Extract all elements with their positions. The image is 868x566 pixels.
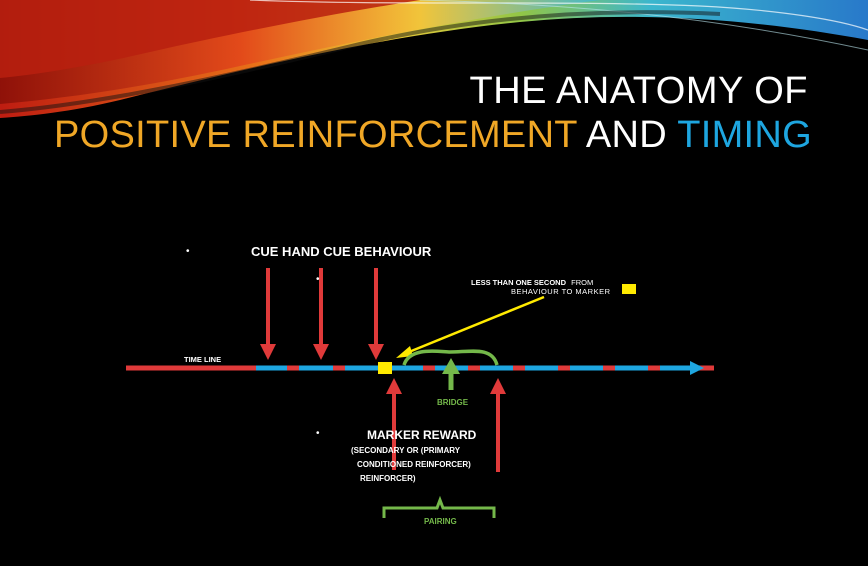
conditioned-reinforcer-label: CONDITIONED REINFORCER) — [357, 460, 471, 469]
bullet-dot: • — [316, 428, 320, 439]
bullet-dot: • — [316, 274, 320, 285]
title-and: AND — [577, 114, 678, 156]
marker-square — [378, 362, 392, 374]
marker-reward-label: MARKER REWARD — [367, 428, 477, 442]
behaviour-to-marker-label: BEHAVIOUR TO MARKER — [511, 287, 611, 296]
reinforcer-label: REINFORCER) — [360, 474, 416, 483]
time-line-label: TIME LINE — [184, 355, 222, 364]
pairing-label: PAIRING — [424, 517, 457, 526]
cue-arrow — [260, 268, 276, 360]
timeline-arrowhead — [690, 361, 704, 375]
bullet-dot: • — [186, 246, 190, 257]
hand-cue-arrow — [313, 268, 329, 360]
behaviour-arrow — [368, 268, 384, 360]
title-positive-reinforcement: POSITIVE REINFORCEMENT — [53, 114, 578, 156]
legend-marker-square — [622, 284, 636, 294]
bridge-bracket — [402, 349, 499, 366]
bridge-arrow — [442, 358, 460, 390]
secondary-or-primary-label: (SECONDARY OR (PRIMARY — [351, 446, 461, 455]
cue-row-label: CUE HAND CUE BEHAVIOUR — [251, 244, 432, 259]
pairing-bracket — [382, 495, 496, 518]
less-than-one-second-pointer — [396, 295, 545, 358]
title-line-1: THE ANATOMY OF — [469, 70, 808, 112]
title-line-2: POSITIVE REINFORCEMENT AND TIMING — [54, 114, 812, 157]
marker-arrow — [386, 378, 402, 470]
less-than-one-second-label: LESS THAN ONE SECOND FROM — [471, 278, 594, 287]
reward-arrow — [490, 378, 506, 472]
title-timing: TIMING — [677, 114, 812, 156]
bridge-label: BRIDGE — [437, 398, 469, 407]
